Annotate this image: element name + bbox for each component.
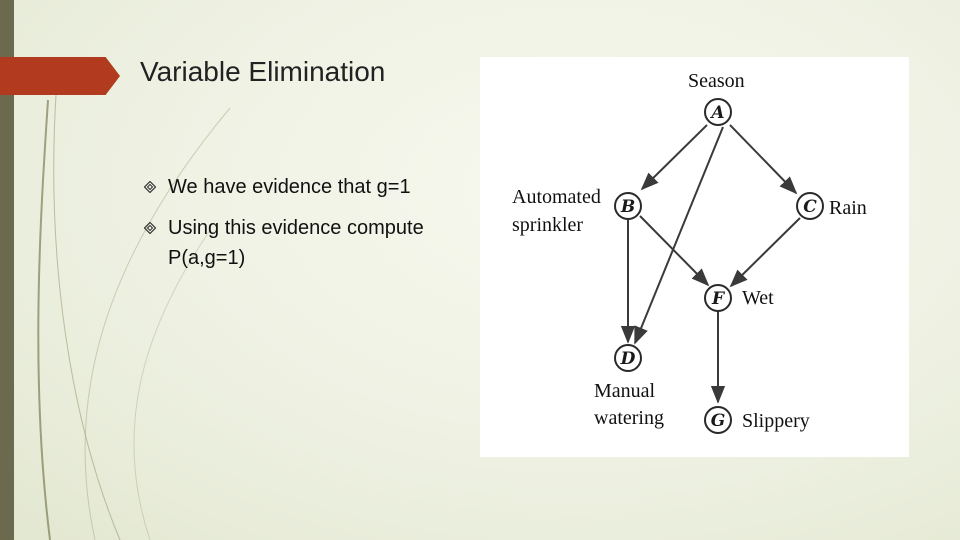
node-letter: B <box>620 197 635 217</box>
node-B: B Automated sprinkler <box>512 186 642 236</box>
left-side-bar <box>0 0 14 540</box>
node-D: D Manual watering <box>594 344 664 429</box>
bayes-network-diagram: A Season B Automated sprinkler C Rain F … <box>480 57 909 457</box>
bullet-list: We have evidence that g=1 Using this evi… <box>144 172 444 284</box>
node-letter: A <box>709 103 724 123</box>
node-circle <box>614 344 642 372</box>
node-label-season: Season <box>688 70 745 92</box>
node-label-manual: Manual <box>594 380 656 402</box>
node-letter: D <box>620 349 636 369</box>
edge-B-F <box>639 215 710 287</box>
node-label-sprinkler: sprinkler <box>512 214 583 236</box>
node-circle <box>614 192 642 220</box>
node-label-wet: Wet <box>742 287 774 309</box>
node-G: G Slippery <box>704 406 810 434</box>
edge-A-B <box>640 124 708 191</box>
node-C: C Rain <box>796 192 867 220</box>
node-label-watering: watering <box>594 407 664 429</box>
diagram-canvas: A Season B Automated sprinkler C Rain F … <box>512 70 867 434</box>
node-label-rain: Rain <box>829 197 867 219</box>
node-circle <box>704 98 732 126</box>
node-letter: F <box>711 289 726 309</box>
node-circle <box>704 406 732 434</box>
bullet-item: We have evidence that g=1 <box>144 172 444 202</box>
slide-title: Variable Elimination <box>140 56 386 87</box>
node-circle <box>796 192 824 220</box>
node-F: F Wet <box>704 284 774 312</box>
node-circle <box>704 284 732 312</box>
diamond-bullet-icon <box>144 181 156 193</box>
node-letter: C <box>803 197 817 217</box>
bullet-text: We have evidence that g=1 <box>168 176 411 198</box>
edge-A-C <box>729 124 798 195</box>
edge-A-D <box>634 126 724 345</box>
edge-C-F <box>729 217 801 288</box>
node-A: A Season <box>688 70 745 126</box>
node-label-automated: Automated <box>512 186 601 208</box>
bullet-text: Using this evidence compute P(a,g=1) <box>168 217 424 269</box>
title-accent-arrow <box>0 57 120 95</box>
diamond-bullet-icon <box>144 222 156 234</box>
node-letter: G <box>711 411 726 431</box>
node-label-slippery: Slippery <box>742 410 810 432</box>
bullet-item: Using this evidence compute P(a,g=1) <box>144 213 444 273</box>
